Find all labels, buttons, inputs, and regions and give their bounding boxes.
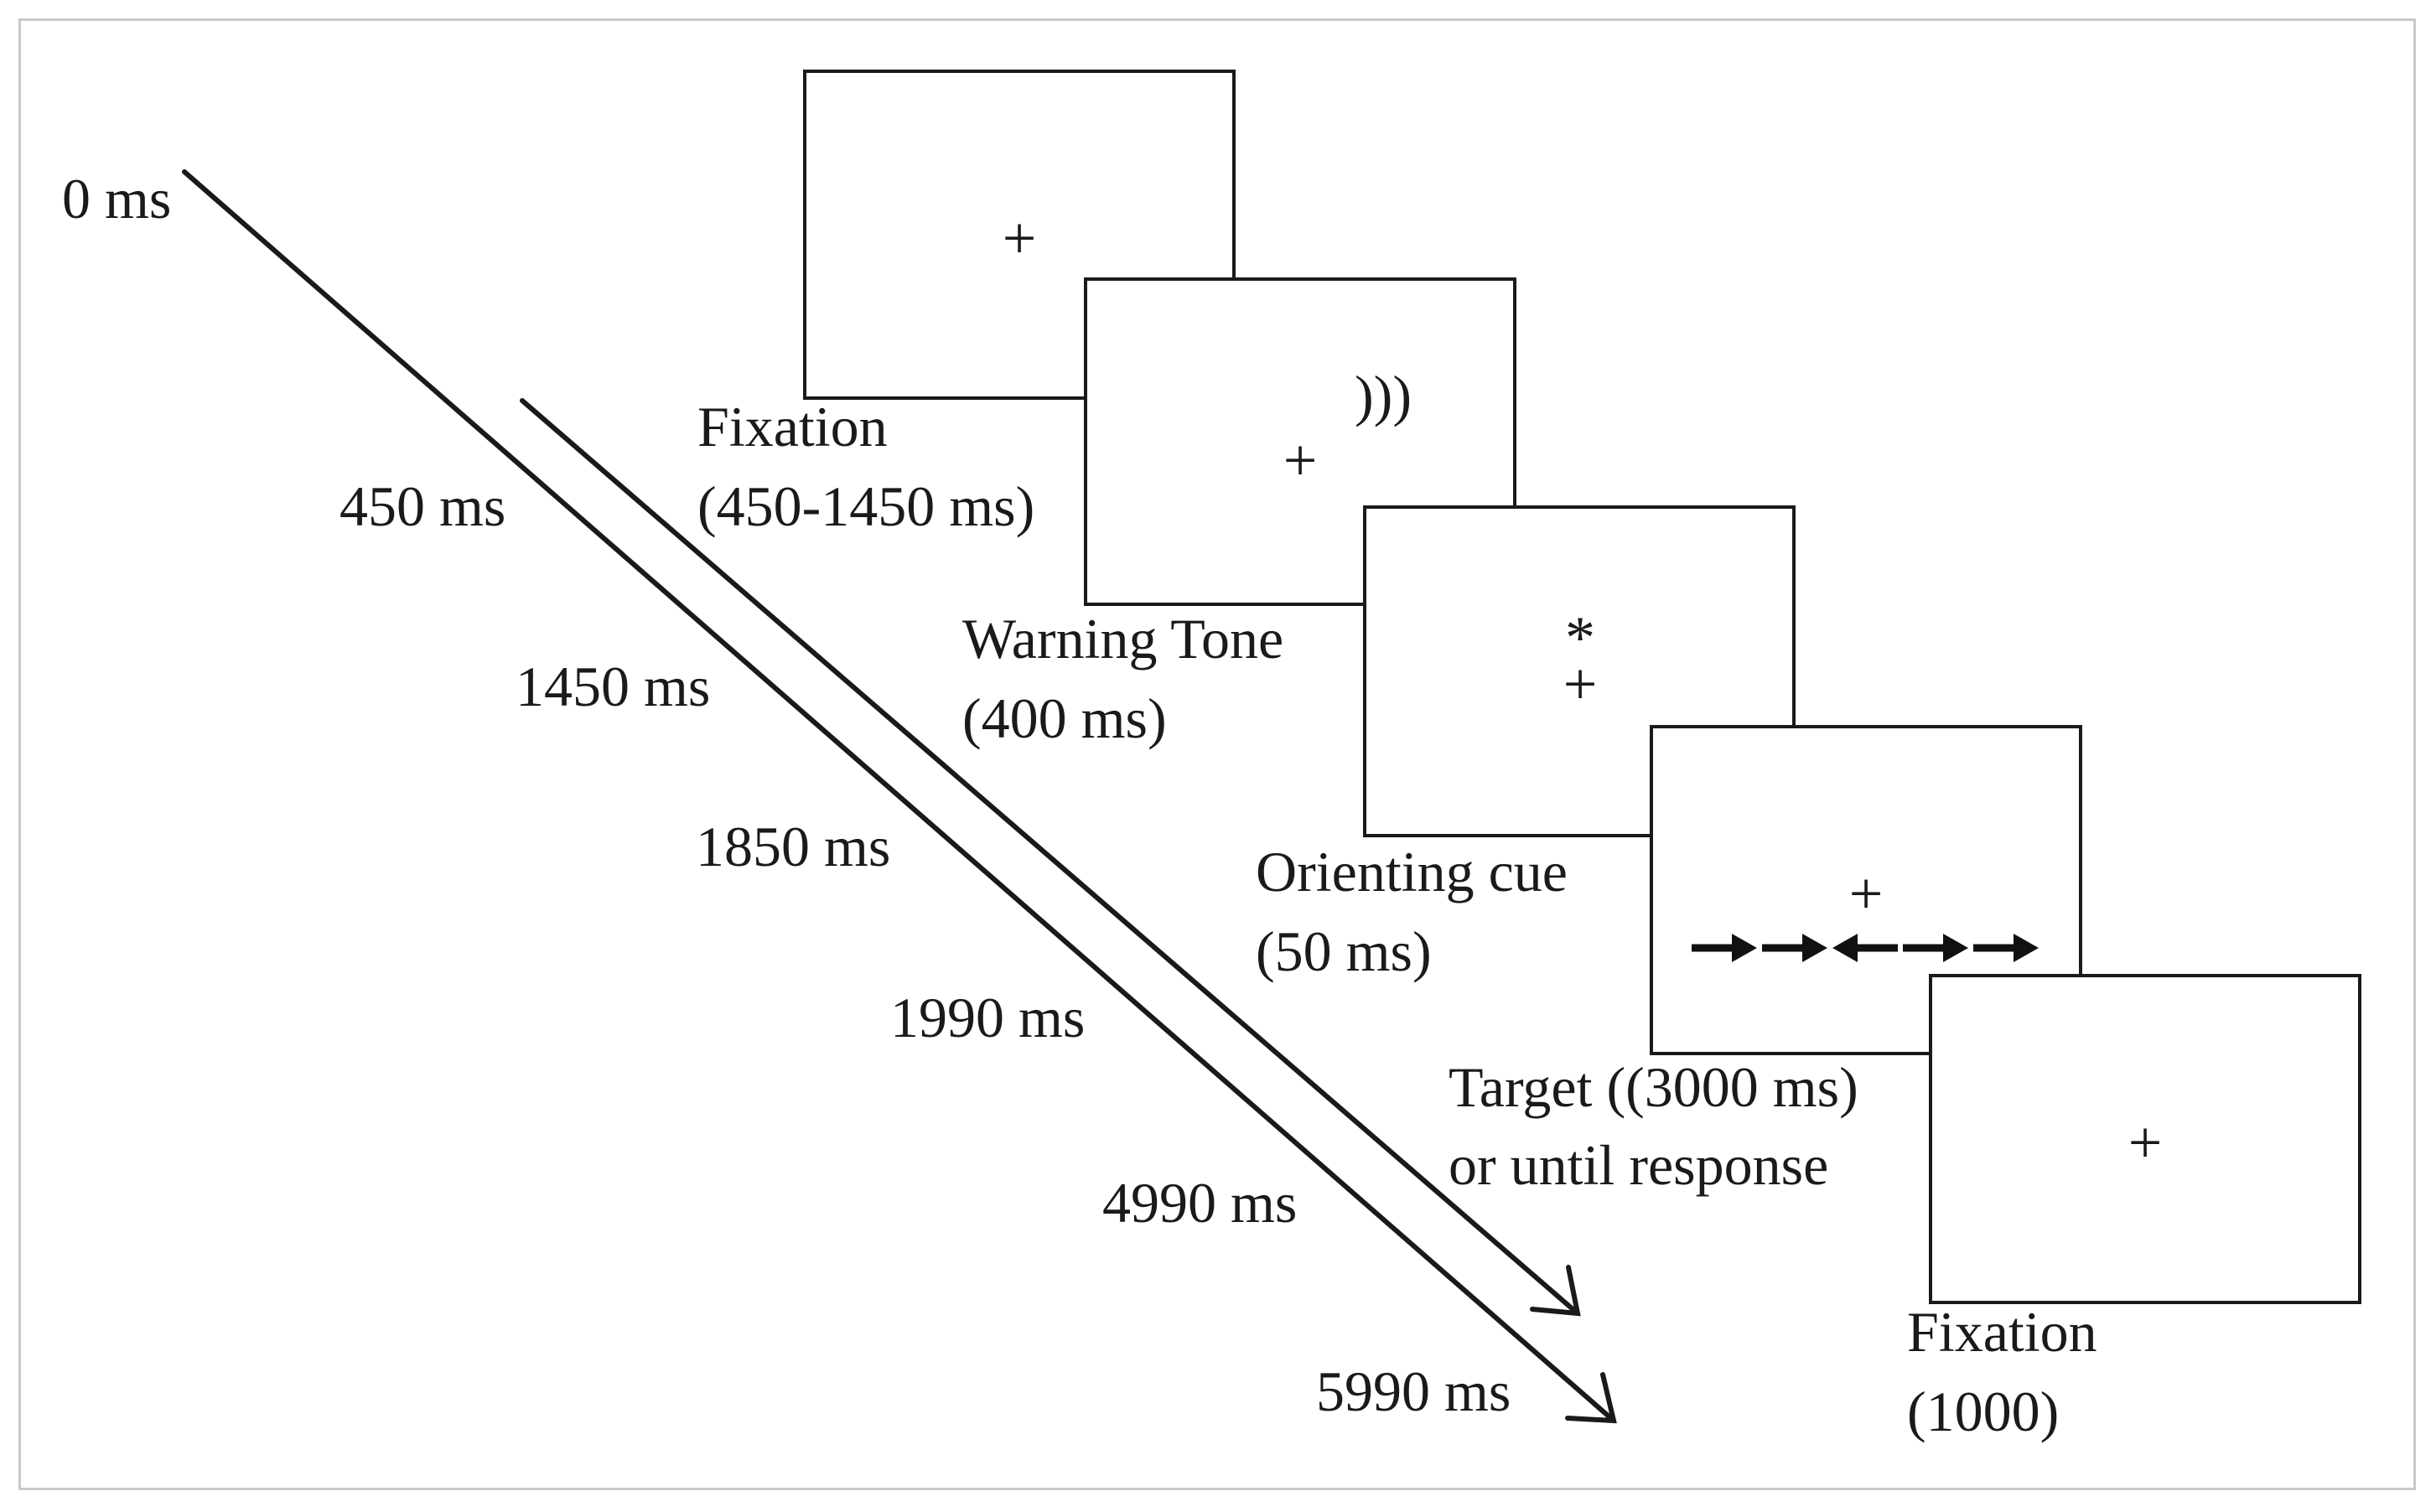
stage-duration-final-fixation: (1000)	[1907, 1380, 2059, 1443]
timeline-long-arrow	[182, 169, 1616, 1423]
timeline-short-arrow	[520, 398, 1580, 1316]
tick-label: 1850 ms	[696, 815, 890, 878]
tick-label: 1450 ms	[516, 655, 710, 718]
timeline-short-arrowhead	[1530, 1265, 1581, 1317]
stage-name-fixation: Fixation	[697, 395, 888, 458]
asterisk-cue-icon: *	[1565, 604, 1595, 671]
tick-label: 0 ms	[62, 167, 171, 230]
fixation-cross-icon: +	[1003, 205, 1037, 272]
tick-label: 450 ms	[339, 474, 505, 538]
fixation-cross-icon: +	[1283, 427, 1318, 494]
sound-wave-icon: )))	[1355, 364, 1412, 427]
timeline-arrows	[182, 169, 1617, 1424]
tick-label: 1990 ms	[890, 986, 1085, 1049]
stage-duration-fixation: (450-1450 ms)	[697, 474, 1034, 538]
timeline-long-arrowhead	[1565, 1372, 1617, 1424]
stage-name-orienting-cue: Orienting cue	[1256, 840, 1568, 904]
stage-name-target: Target ((3000 ms)	[1449, 1055, 1858, 1119]
tick-label: 5990 ms	[1316, 1359, 1511, 1423]
stage-name-final-fixation: Fixation	[1907, 1300, 2097, 1364]
fixation-cross-icon: +	[1563, 650, 1598, 717]
fixation-cross-icon: +	[1849, 860, 1884, 927]
screen-frame	[1929, 974, 2361, 1304]
screen-final-fixation: +	[1929, 974, 2361, 1304]
stage-labels: Fixation (450-1450 ms) Warning Tone (400…	[697, 395, 2097, 1443]
right-arrow-icon	[1692, 934, 1757, 962]
timeline-tick-labels: 0 ms 450 ms 1450 ms 1850 ms 1990 ms 4990…	[62, 167, 1511, 1423]
stage-duration-target: or until response	[1449, 1133, 1828, 1197]
left-arrow-icon	[1832, 934, 1898, 962]
right-arrow-icon	[1762, 934, 1827, 962]
right-arrow-icon	[1903, 934, 1968, 962]
flanker-arrows	[1692, 934, 2039, 962]
stage-duration-orienting-cue: (50 ms)	[1256, 919, 1432, 983]
stage-name-warning-tone: Warning Tone	[962, 607, 1283, 671]
tick-label: 4990 ms	[1102, 1171, 1297, 1235]
fixation-cross-icon: +	[2128, 1109, 2163, 1176]
stage-duration-warning-tone: (400 ms)	[962, 686, 1167, 750]
figure-border	[18, 18, 2416, 1490]
right-arrow-icon	[1973, 934, 2039, 962]
